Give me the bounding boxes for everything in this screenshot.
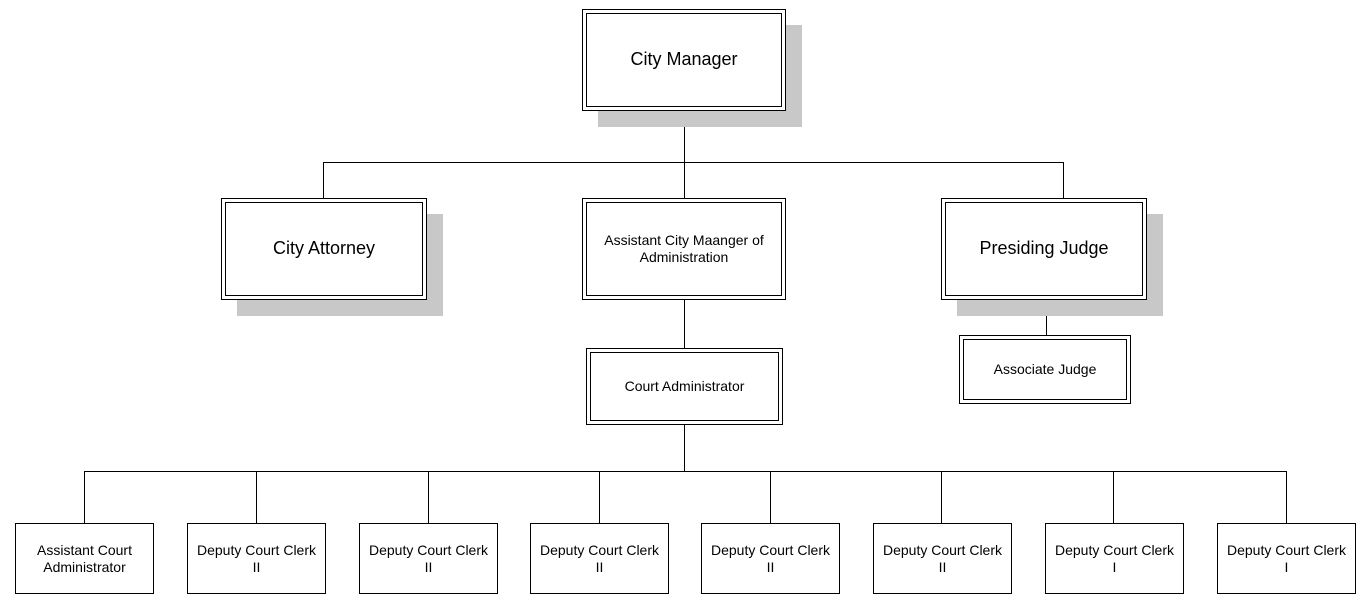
court-administrator-box: Court Administrator (586, 348, 783, 425)
assistant-city-manager-box: Assistant City Maanger of Administration (582, 198, 786, 300)
staff-label: Deputy Court Clerk II (539, 541, 660, 575)
staff-box: Deputy Court Clerk II (530, 523, 669, 594)
court-administrator-label: Court Administrator (624, 378, 745, 395)
staff-label: Deputy Court Clerk II (882, 541, 1003, 575)
connector-staff-drop (599, 471, 600, 523)
connector-to-judge (1063, 162, 1064, 198)
presiding-judge-box: Presiding Judge (941, 198, 1147, 300)
city-attorney-box: City Attorney (221, 198, 427, 300)
staff-label: Assistant Court Administrator (37, 541, 132, 575)
connector-staff-drop (84, 471, 85, 523)
assistant-city-manager-label: Assistant City Maanger of Administration (604, 232, 764, 265)
staff-box: Deputy Court Clerk II (701, 523, 840, 594)
connector-assistant-to-court-admin (684, 300, 685, 348)
connector-to-attorney (323, 162, 324, 198)
staff-box: Deputy Court Clerk II (873, 523, 1012, 594)
connector-staff-drop (256, 471, 257, 523)
connector-staff-drop (941, 471, 942, 523)
connector-top-bar (323, 162, 1064, 163)
staff-label: Deputy Court Clerk I (1054, 541, 1175, 575)
connector-manager-down (684, 111, 685, 163)
connector-staff-drop (428, 471, 429, 523)
staff-box: Deputy Court Clerk II (187, 523, 326, 594)
staff-label: Deputy Court Clerk I (1226, 541, 1347, 575)
connector-staff-drop (1113, 471, 1114, 523)
staff-box: Deputy Court Clerk I (1217, 523, 1356, 594)
connector-staff-bar (84, 471, 1287, 472)
city-manager-label: City Manager (630, 49, 738, 70)
staff-box: Assistant Court Administrator (15, 523, 154, 594)
city-manager-box: City Manager (582, 9, 786, 111)
connector-judge-to-associate (1046, 300, 1047, 335)
city-attorney-label: City Attorney (272, 238, 376, 259)
associate-judge-box: Associate Judge (959, 335, 1131, 404)
staff-label: Deputy Court Clerk II (710, 541, 831, 575)
connector-staff-drop (770, 471, 771, 523)
staff-box: Deputy Court Clerk II (359, 523, 498, 594)
staff-box: Deputy Court Clerk I (1045, 523, 1184, 594)
associate-judge-label: Associate Judge (993, 361, 1097, 378)
presiding-judge-label: Presiding Judge (979, 238, 1109, 259)
connector-staff-drop (1286, 471, 1287, 523)
connector-to-assistant (684, 162, 685, 198)
staff-label: Deputy Court Clerk II (368, 541, 489, 575)
connector-court-admin-down (684, 425, 685, 472)
staff-label: Deputy Court Clerk II (196, 541, 317, 575)
